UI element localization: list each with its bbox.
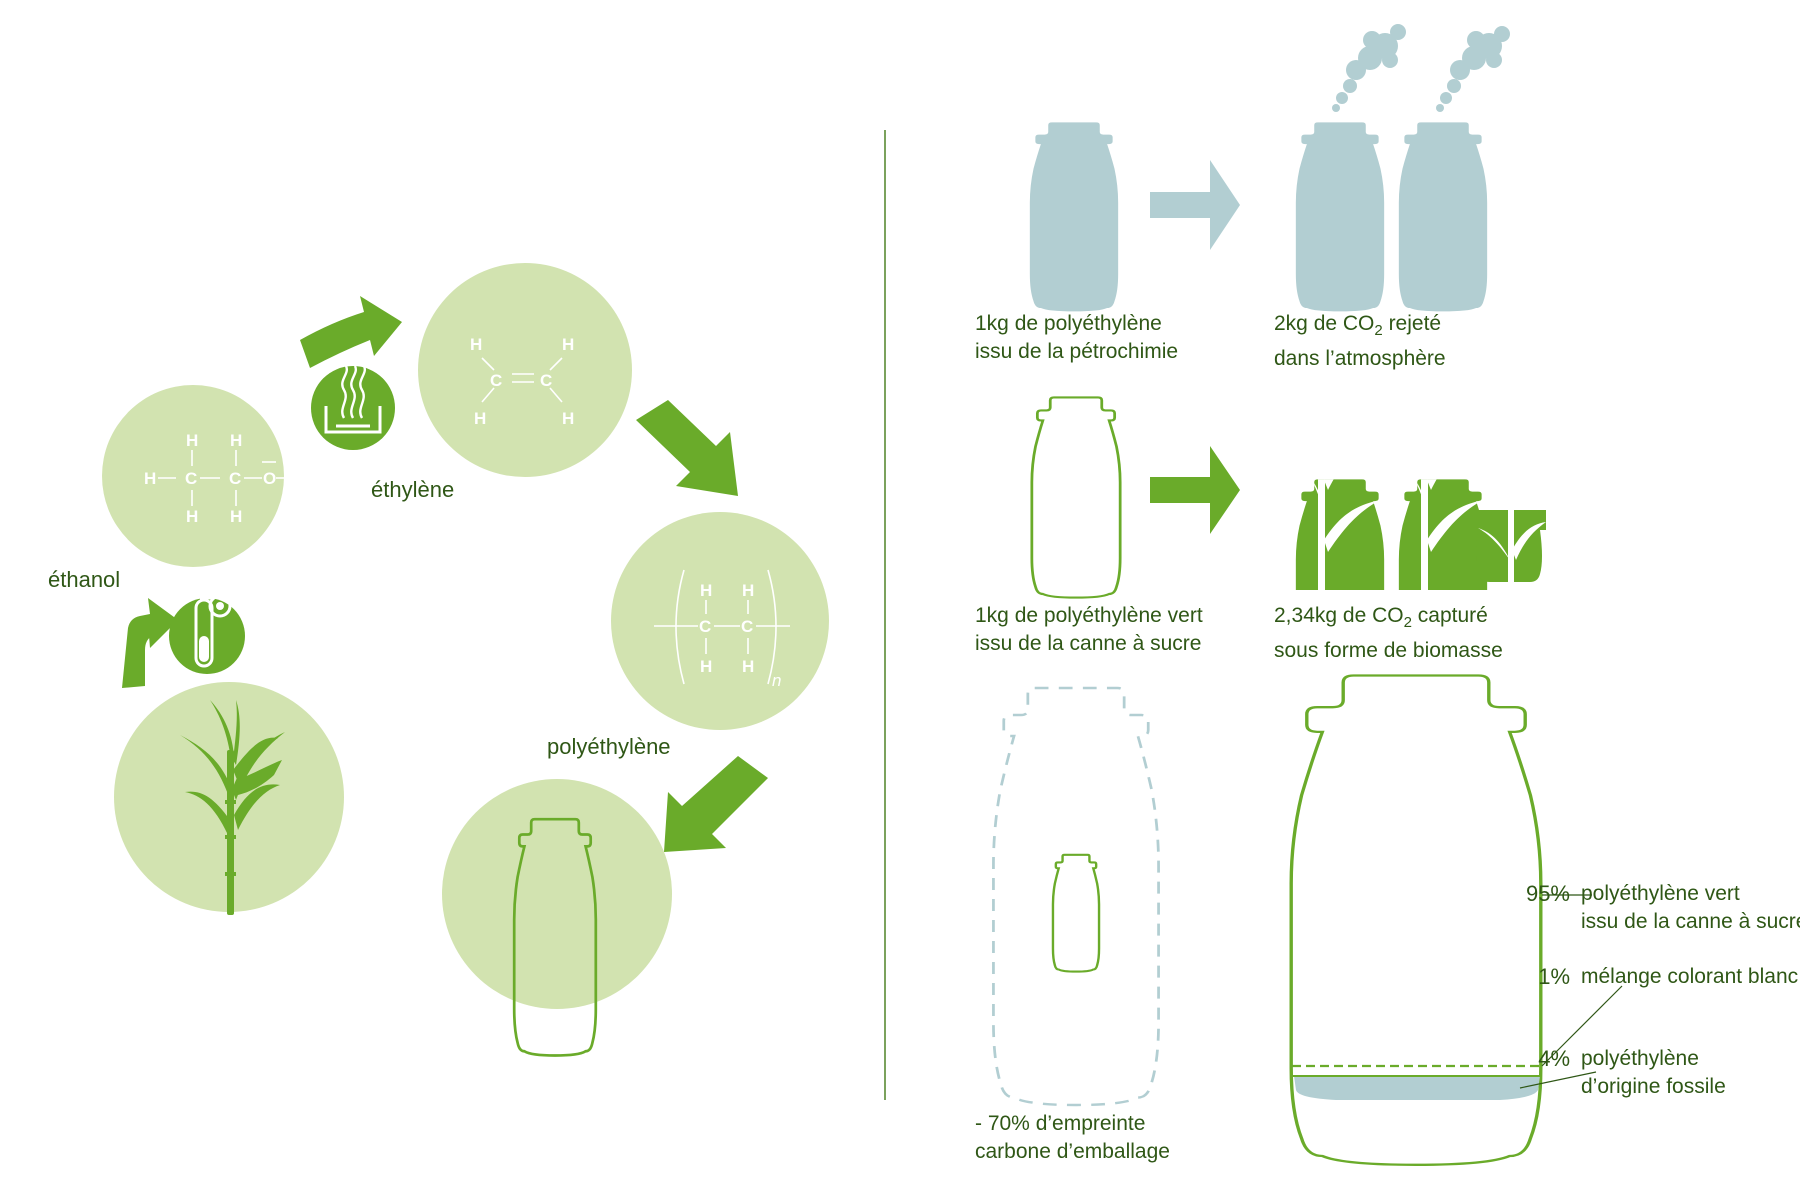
arrow-right-blue-icon — [1150, 160, 1240, 250]
svg-text:H: H — [470, 335, 482, 354]
footprint-row — [992, 673, 1623, 1167]
arrow-right-curved-icon — [300, 296, 402, 368]
svg-text:H: H — [742, 581, 754, 600]
dashed-bottle-outline-icon — [992, 686, 1160, 1107]
petro-caption-line2: issu de la pétrochimie — [975, 340, 1179, 363]
svg-text:C: C — [699, 617, 711, 636]
svg-text:n: n — [772, 671, 781, 690]
polyethylene-label: polyéthylène — [547, 734, 671, 759]
co2-rejected-caption: 2kg de CO2 rejeté dans l’atmosphère — [1274, 310, 1446, 373]
petro-bottle-icon — [1029, 122, 1119, 312]
small-green-bottle-icon — [1051, 853, 1101, 973]
svg-text:H: H — [186, 431, 198, 450]
ethylene-atoms: C C H H H H — [470, 335, 574, 428]
svg-text:C: C — [490, 371, 502, 390]
composition-95-percent: 95% — [1525, 881, 1570, 906]
svg-text:H: H — [700, 581, 712, 600]
co2-rejected-line2: dans l’atmosphère — [1274, 347, 1446, 370]
ethylene-molecule — [481, 357, 563, 403]
svg-text:H: H — [294, 469, 306, 488]
svg-text:H: H — [742, 657, 754, 676]
co2-captured-line1: 2,34kg de CO2 capturé — [1274, 604, 1488, 631]
co2-captured-caption: 2,34kg de CO2 capturé sous forme de biom… — [1274, 602, 1503, 665]
ethanol-molecule — [158, 450, 290, 506]
petro-caption-line1: 1kg de polyéthylène — [975, 312, 1162, 335]
composition-95-text: polyéthylène vert issu de la canne à suc… — [1581, 880, 1800, 936]
composition-95-line1: polyéthylène vert — [1581, 882, 1740, 905]
svg-text:C: C — [540, 371, 552, 390]
biomass-bottle-partial-icon — [1472, 510, 1546, 582]
sugarcane-icon — [180, 700, 285, 915]
arrow-right-green-icon — [1150, 446, 1240, 534]
svg-text:O: O — [263, 469, 276, 488]
green-row — [1030, 396, 1546, 599]
polyethylene-circle — [611, 512, 829, 730]
svg-text:H: H — [230, 507, 242, 526]
composition-1-percent: 1% — [1538, 964, 1570, 989]
svg-text:H: H — [230, 431, 242, 450]
arrow-down-right-icon — [636, 400, 738, 496]
svg-text:H: H — [144, 469, 156, 488]
bottle-circle — [442, 779, 672, 1009]
co2-captured-line2: sous forme de biomasse — [1274, 639, 1503, 662]
composition-4-line2: d’origine fossile — [1581, 1075, 1726, 1098]
svg-text:H: H — [186, 507, 198, 526]
footprint-line2: carbone d’emballage — [975, 1140, 1170, 1163]
smoke-2-icon — [1436, 26, 1510, 112]
composition-4-line1: polyéthylène — [1581, 1047, 1699, 1070]
ethylene-label: éthylène — [371, 477, 455, 502]
green-bottle-outline-icon — [1030, 396, 1122, 599]
green-caption-line2: issu de la canne à sucre — [975, 632, 1202, 655]
ethanol-circle — [102, 385, 284, 567]
co2-rejected-line1: 2kg de CO2 rejeté — [1274, 312, 1442, 339]
footprint-caption: - 70% d’empreinte carbone d’emballage — [975, 1110, 1170, 1166]
cycle-arrows — [122, 296, 768, 852]
co2-bottle-2-icon — [1398, 122, 1488, 312]
petro-caption: 1kg de polyéthylène issu de la pétrochim… — [975, 310, 1178, 366]
test-tube-icon — [169, 594, 245, 674]
composition-1-text: mélange colorant blanc — [1581, 963, 1798, 991]
arrow-down-left-icon — [664, 756, 768, 852]
polyethylene-molecule — [654, 569, 790, 685]
svg-text:H: H — [700, 657, 712, 676]
arrow-up-icon — [122, 598, 178, 688]
heat-vapor-icon — [311, 365, 395, 450]
svg-text:C: C — [741, 617, 753, 636]
composition-4-percent: 4% — [1538, 1046, 1570, 1071]
cycle-diagram: H C C O H H H H H C C H H H H — [102, 263, 829, 1057]
ethanol-label: éthanol — [48, 567, 121, 592]
green-caption-line1: 1kg de polyéthylène vert — [975, 604, 1203, 627]
ethylene-circle — [418, 263, 632, 477]
svg-text:C: C — [185, 469, 197, 488]
footprint-line1: - 70% d’empreinte — [975, 1112, 1146, 1135]
smoke-1-icon — [1332, 24, 1406, 112]
svg-text:H: H — [474, 409, 486, 428]
composition-1-line1: mélange colorant blanc — [1581, 965, 1799, 988]
fossil-layer — [1294, 1076, 1540, 1100]
svg-text:C: C — [229, 469, 241, 488]
leader-4 — [1519, 1071, 1597, 1089]
composition-95-line2: issu de la canne à sucre — [1581, 910, 1800, 933]
composition-4-text: polyéthylène d’origine fossile — [1581, 1045, 1726, 1101]
biomass-bottle-1-icon — [1295, 479, 1385, 590]
green-caption: 1kg de polyéthylène vert issu de la cann… — [975, 602, 1203, 658]
ethanol-atoms: H C C O H H H H H — [144, 431, 306, 526]
polyethylene-atoms: C C H H H H n — [699, 581, 781, 690]
petro-row — [1029, 24, 1510, 312]
co2-bottle-1-icon — [1295, 122, 1385, 312]
svg-text:H: H — [562, 409, 574, 428]
svg-text:H: H — [562, 335, 574, 354]
leader-1 — [1541, 985, 1623, 1067]
